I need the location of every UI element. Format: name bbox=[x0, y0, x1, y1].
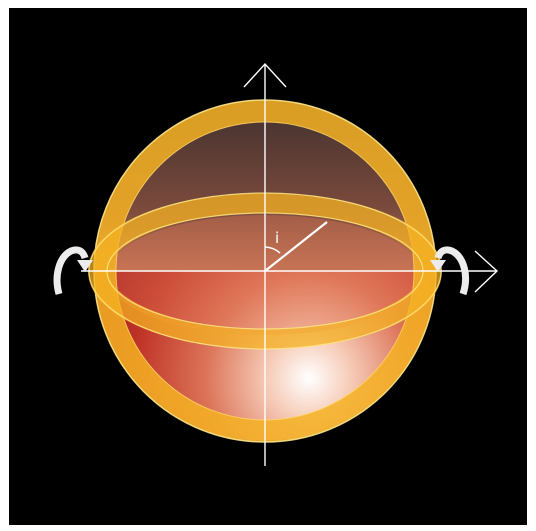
inclination-angle-label: i bbox=[275, 229, 279, 247]
left-rotation-arrow-icon bbox=[57, 250, 93, 294]
diagram-panel: i bbox=[9, 8, 527, 525]
sphere-diagram: i bbox=[9, 8, 527, 525]
